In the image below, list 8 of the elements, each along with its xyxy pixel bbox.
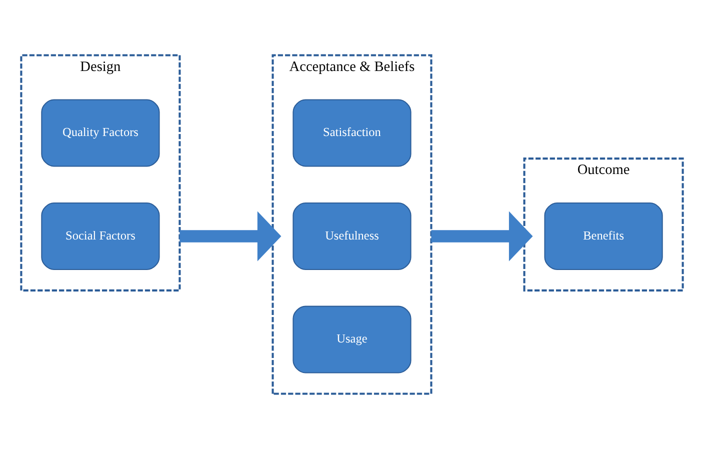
node-box: Social Factors [41,202,160,270]
node-box: Quality Factors [41,99,160,167]
arrow [180,211,282,262]
node-box: Satisfaction [292,99,412,167]
node-box: Benefits [544,202,663,270]
node-box: Usage [292,306,412,374]
arrow [431,211,533,262]
node-box: Usefulness [292,202,412,270]
